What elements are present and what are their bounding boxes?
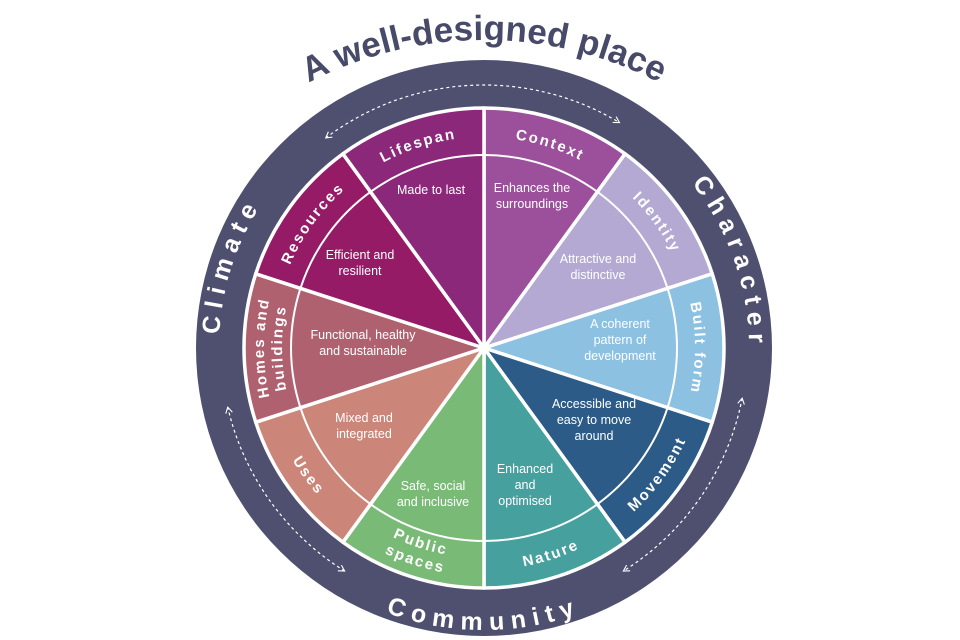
- segment-wedge: [482, 152, 715, 350]
- arrow-climate-character-icon: [324, 84, 621, 139]
- segment-description: Made to last: [397, 183, 466, 197]
- segment-wedge: [253, 152, 486, 350]
- segment-description: and sustainable: [319, 344, 407, 358]
- segment-description: surroundings: [496, 197, 568, 211]
- segment-description: and: [515, 478, 536, 492]
- segment-description: Enhances the: [494, 181, 570, 195]
- segment-inner-divider: [596, 191, 669, 289]
- segment-inner-divider: [483, 154, 599, 193]
- segment-description: easy to move: [557, 413, 631, 427]
- segment-description: Accessible and: [552, 397, 636, 411]
- segment-inner-divider: [596, 407, 669, 505]
- arrow-character-community-icon: [622, 397, 745, 572]
- segment-description: Mixed and: [335, 411, 393, 425]
- segment-wedge: [482, 106, 627, 350]
- segment-wedge: [341, 346, 486, 590]
- segment-wedge: [242, 272, 486, 424]
- segment-inner-divider: [299, 191, 372, 289]
- segment-description: Functional, healthy: [311, 328, 417, 342]
- segment-inner-divider: [666, 288, 678, 408]
- segment-wedge: [482, 272, 726, 424]
- segment-label: Homes and: [251, 296, 273, 399]
- wheel-hub: [481, 345, 487, 351]
- segment-description: Efficient and: [326, 248, 395, 262]
- segment-description: and inclusive: [397, 495, 469, 509]
- segment-inner-divider: [299, 407, 372, 505]
- segment-wedge: [482, 346, 715, 544]
- segment-built-form: Built form A coherent pattern of developmen…: [482, 272, 726, 424]
- segment-wedge: [482, 346, 627, 590]
- segment-inner-divider: [290, 288, 302, 408]
- segment-description: development: [584, 349, 656, 363]
- segment-description: around: [575, 429, 614, 443]
- segment-description: optimised: [498, 494, 552, 508]
- segment-inner-divider: [483, 503, 599, 542]
- segment-description: integrated: [336, 427, 392, 441]
- segment-description: distinctive: [571, 268, 626, 282]
- segment-description: resilient: [338, 264, 382, 278]
- segment-description: Enhanced: [497, 462, 553, 476]
- segment-description: Safe, social: [401, 479, 466, 493]
- segment-description: pattern of: [594, 333, 647, 347]
- segment-label: Built form: [686, 300, 708, 395]
- segment-wedge: [341, 106, 486, 350]
- segment-label: buildings: [269, 304, 290, 393]
- segment-inner-divider: [369, 503, 485, 542]
- cycle-arrows: [225, 84, 745, 572]
- segment-description: Attractive and: [560, 252, 636, 266]
- segment-description: A coherent: [590, 317, 650, 331]
- arrow-community-climate-icon: [225, 406, 346, 572]
- segment-wedge: [253, 346, 486, 544]
- segment-inner-divider: [369, 154, 485, 193]
